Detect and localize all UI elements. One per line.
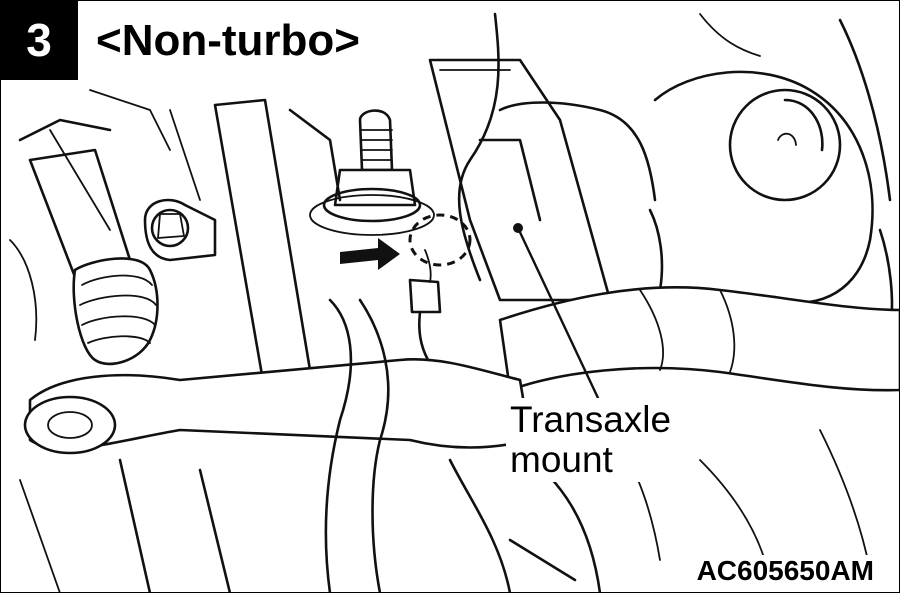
lower-hoses: [19, 298, 602, 593]
pointer-line: [508, 538, 577, 582]
callout-line-1: Transaxle: [510, 399, 672, 440]
left-bracket-bolt: [143, 198, 217, 262]
bracket-plate: [428, 58, 612, 302]
callout-leader: [513, 223, 600, 400]
callout-line-2: mount: [510, 439, 613, 480]
transaxle-mount-label: Transaxle mount: [506, 398, 676, 482]
ground-cable-point: [340, 213, 472, 362]
large-hose: [498, 286, 900, 392]
transaxle-mount-housing: [457, 12, 894, 332]
lower-lever-arm: [23, 358, 532, 455]
variant-label: <Non-turbo>: [92, 16, 364, 66]
drive-shaft-boot: [18, 118, 159, 366]
figure-code: AC605650AM: [692, 555, 878, 587]
stud-bolt: [309, 109, 435, 236]
step-number-badge: 3: [0, 0, 78, 80]
